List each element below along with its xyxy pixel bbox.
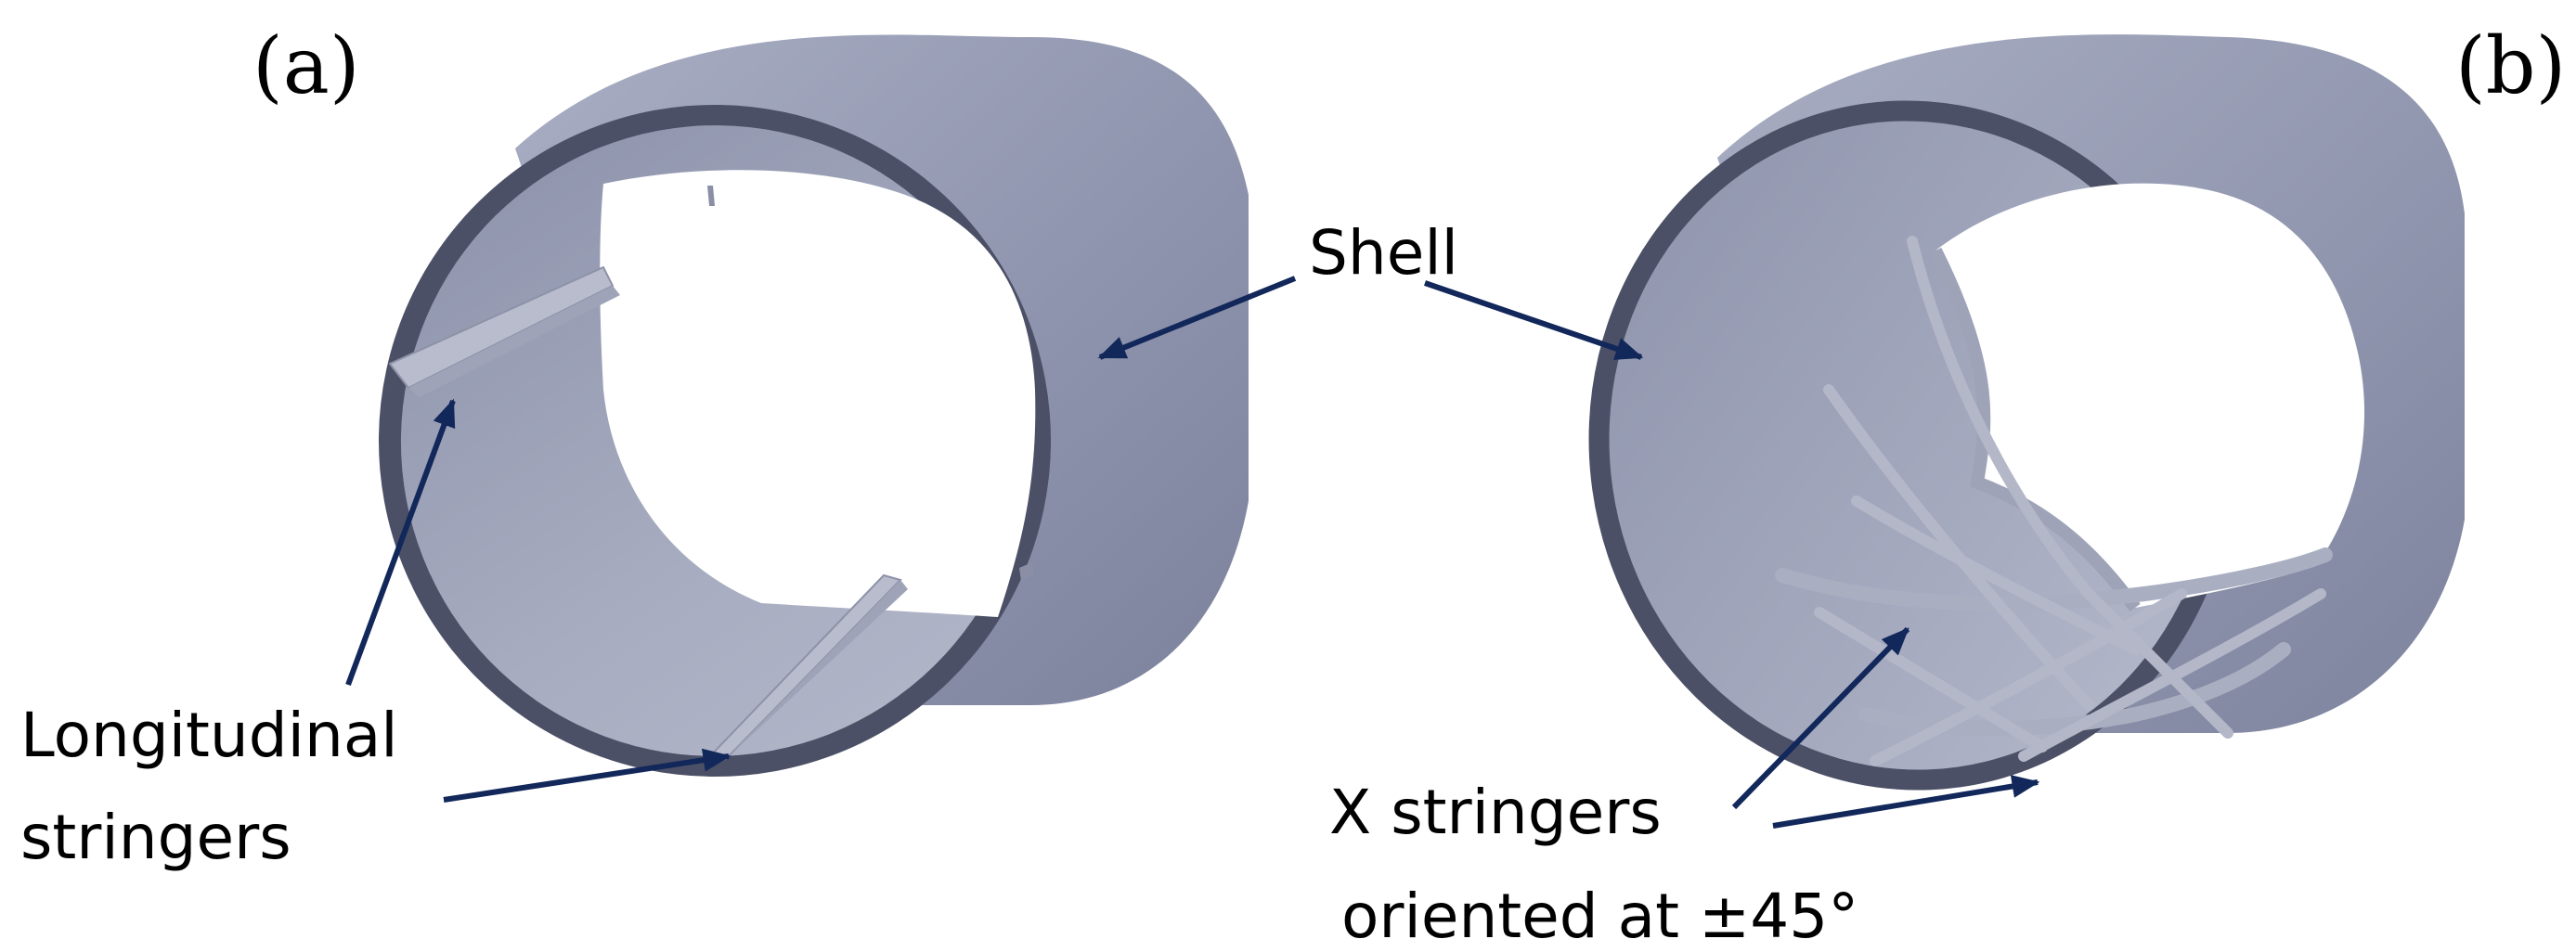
panel-b-tag: (b) — [2455, 20, 2566, 111]
label-longitudinal-line2: stringers — [20, 802, 291, 873]
label-shell: Shell — [1309, 217, 1458, 289]
arrow-x-lower — [1772, 775, 2040, 829]
panel-a: (a) — [252, 20, 1249, 777]
panel-a-tag: (a) — [252, 20, 360, 111]
panel-b: (b) — [1588, 20, 2566, 791]
label-x-line1: X stringers — [1329, 777, 1662, 848]
x-stringers — [1775, 236, 2333, 766]
shell-b-far-opening — [1935, 183, 2365, 608]
label-x-line2: oriented at ±45° — [1341, 881, 1858, 952]
shell-a-far-opening — [600, 170, 1036, 617]
arrow-shell-a — [1097, 276, 1297, 360]
arrow-x-upper — [1731, 626, 1910, 810]
arrow-shell-b — [1424, 280, 1644, 360]
label-longitudinal-line1: Longitudinal — [20, 700, 398, 771]
arrow-longitudinal-lower — [443, 748, 731, 803]
arrow-longitudinal-upper — [345, 398, 456, 687]
stringer-a-right-stub — [1019, 562, 1034, 581]
stringer-a-top-stub — [707, 186, 715, 206]
callouts: Shell Longitudinal stringers X stringers… — [20, 217, 2040, 952]
